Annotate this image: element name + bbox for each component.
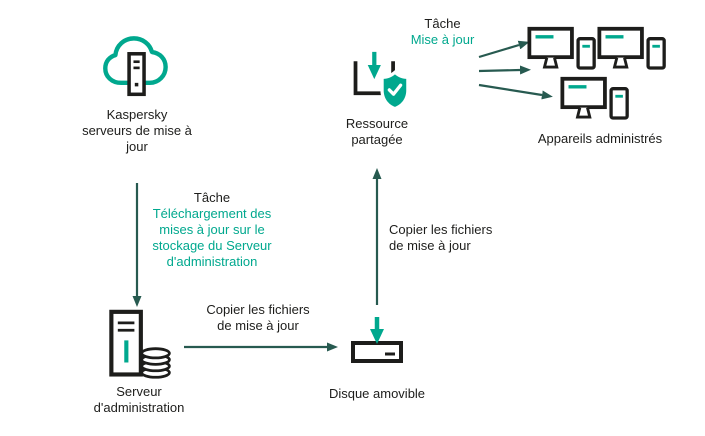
shared-resource-label: Ressource partagée bbox=[345, 116, 409, 147]
shield-check-icon bbox=[380, 70, 410, 111]
update-task-annotation: Tâche Mise à jour bbox=[395, 16, 490, 48]
monitor-phone-icon bbox=[560, 76, 630, 131]
monitor-icon bbox=[560, 76, 607, 110]
monitor-icon bbox=[527, 26, 574, 60]
phone-icon bbox=[609, 87, 629, 120]
task-title: Tâche bbox=[193, 190, 231, 205]
cloud-outline bbox=[103, 36, 168, 86]
server-tower bbox=[127, 52, 146, 97]
task-title: Tâche bbox=[424, 16, 461, 31]
monitor-icon bbox=[597, 26, 644, 60]
phone-icon bbox=[646, 37, 666, 70]
update-servers-label: Kaspersky serveurs de mise à jour bbox=[82, 107, 192, 154]
arrow-share-to-device-2 bbox=[478, 65, 531, 75]
disk-stack bbox=[140, 347, 171, 379]
drive-body bbox=[351, 341, 403, 363]
monitor-phone-icon bbox=[527, 26, 597, 81]
task-body: Mise à jour bbox=[410, 32, 475, 47]
admin-server-label: Serveur d'administration bbox=[93, 384, 185, 415]
arrow-share-to-device-3 bbox=[478, 83, 553, 100]
removable-disk-label: Disque amovible bbox=[328, 386, 426, 401]
monitor-phone-icon bbox=[597, 26, 667, 81]
download-task-annotation: Tâche Téléchargement des mises à jour su… bbox=[146, 190, 278, 270]
server-database-icon bbox=[104, 309, 174, 386]
removable-drive-icon bbox=[345, 314, 409, 373]
shared-folder-shield-icon bbox=[344, 50, 414, 117]
cloud-server-icon bbox=[100, 30, 174, 109]
managed-devices-label: Appareils administrés bbox=[537, 131, 663, 146]
copy-files-to-share-annotation: Copier les fichiers de mise à jour bbox=[389, 222, 493, 253]
copy-files-to-disk-annotation: Copier les fichiers de mise à jour bbox=[206, 302, 310, 333]
phone-icon bbox=[576, 37, 596, 70]
